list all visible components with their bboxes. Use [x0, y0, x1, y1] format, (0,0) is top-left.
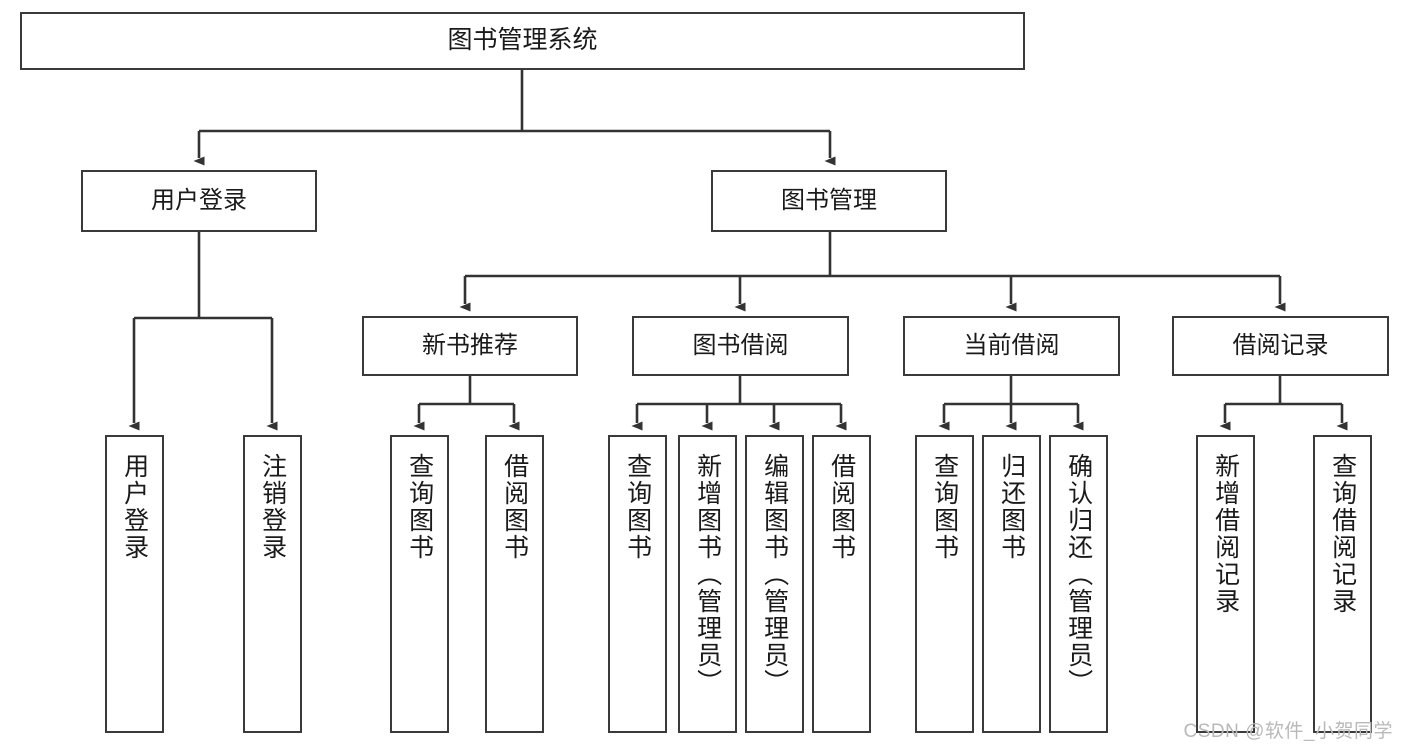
node-root[interactable]: 图书管理系统 — [20, 12, 1025, 70]
node-leaf-query-record[interactable]: 查询借阅记录 — [1313, 435, 1372, 733]
watermark: CSDN @软件_小贺同学 — [1183, 721, 1393, 742]
node-root-label: 图书管理系统 — [447, 26, 598, 55]
node-leaf-add-book[interactable]: 新增图书（管理员） — [678, 435, 737, 733]
node-leaf-borrow-book-rec[interactable]: 借阅图书 — [485, 435, 544, 733]
node-leaf-edit-book[interactable]: 编辑图书（管理员） — [745, 435, 804, 733]
node-leaf-return-book[interactable]: 归还图书 — [982, 435, 1041, 733]
node-leaf-logout[interactable]: 注销登录 — [243, 435, 302, 733]
node-leaf-query-book-borrow[interactable]: 查询图书 — [608, 435, 667, 733]
node-leaf-logout-label: 注销登录 — [258, 453, 287, 561]
node-leaf-query-book-rec-label: 查询图书 — [405, 453, 434, 561]
node-book-borrow-label: 图书借阅 — [692, 331, 789, 359]
node-book-manage-label: 图书管理 — [781, 186, 877, 214]
node-current-borrow[interactable]: 当前借阅 — [903, 316, 1120, 376]
node-leaf-add-book-label: 新增图书（管理员） — [693, 453, 722, 696]
node-new-book-rec-label: 新书推荐 — [422, 331, 518, 359]
node-leaf-query-book-rec[interactable]: 查询图书 — [390, 435, 449, 733]
node-leaf-user-login-label: 用户登录 — [120, 453, 149, 561]
node-leaf-user-login[interactable]: 用户登录 — [105, 435, 164, 733]
node-borrow-record[interactable]: 借阅记录 — [1172, 316, 1389, 376]
node-leaf-query-book-cur[interactable]: 查询图书 — [915, 435, 974, 733]
node-leaf-edit-book-label: 编辑图书（管理员） — [760, 453, 789, 696]
node-leaf-query-book-cur-label: 查询图书 — [930, 453, 959, 561]
node-leaf-borrow-book-rec-label: 借阅图书 — [500, 453, 529, 561]
node-leaf-confirm-return-label: 确认归还（管理员） — [1064, 453, 1093, 696]
node-new-book-rec[interactable]: 新书推荐 — [362, 316, 578, 376]
node-current-borrow-label: 当前借阅 — [963, 331, 1060, 359]
node-user-login[interactable]: 用户登录 — [81, 170, 317, 232]
node-leaf-add-record[interactable]: 新增借阅记录 — [1196, 435, 1255, 733]
node-leaf-query-book-borrow-label: 查询图书 — [623, 453, 652, 561]
node-leaf-borrow-book-label: 借阅图书 — [827, 453, 856, 561]
node-borrow-record-label: 借阅记录 — [1232, 331, 1329, 359]
node-user-login-label: 用户登录 — [151, 186, 247, 214]
node-leaf-confirm-return[interactable]: 确认归还（管理员） — [1049, 435, 1108, 733]
node-leaf-return-book-label: 归还图书 — [997, 453, 1026, 561]
node-book-borrow[interactable]: 图书借阅 — [632, 316, 849, 376]
node-leaf-query-record-label: 查询借阅记录 — [1328, 453, 1357, 615]
node-book-manage[interactable]: 图书管理 — [711, 170, 947, 232]
node-leaf-borrow-book[interactable]: 借阅图书 — [812, 435, 871, 733]
node-leaf-add-record-label: 新增借阅记录 — [1211, 453, 1240, 615]
